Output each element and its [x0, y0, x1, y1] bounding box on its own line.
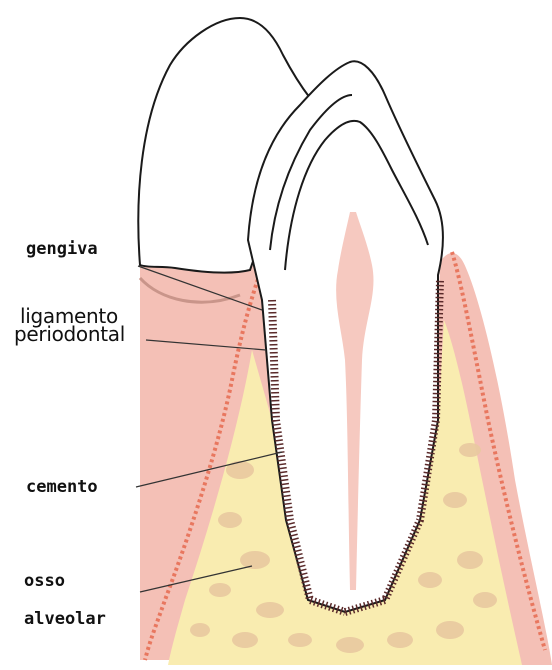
label-ligamento-line2: periodontal	[14, 325, 125, 343]
label-ligamento-periodontal: ligamento periodontal	[14, 307, 125, 343]
label-cemento: cemento	[26, 479, 98, 496]
label-alveolar: alveolar	[24, 611, 106, 628]
label-osso: osso	[24, 573, 65, 590]
label-gengiva: gengiva	[26, 241, 98, 258]
